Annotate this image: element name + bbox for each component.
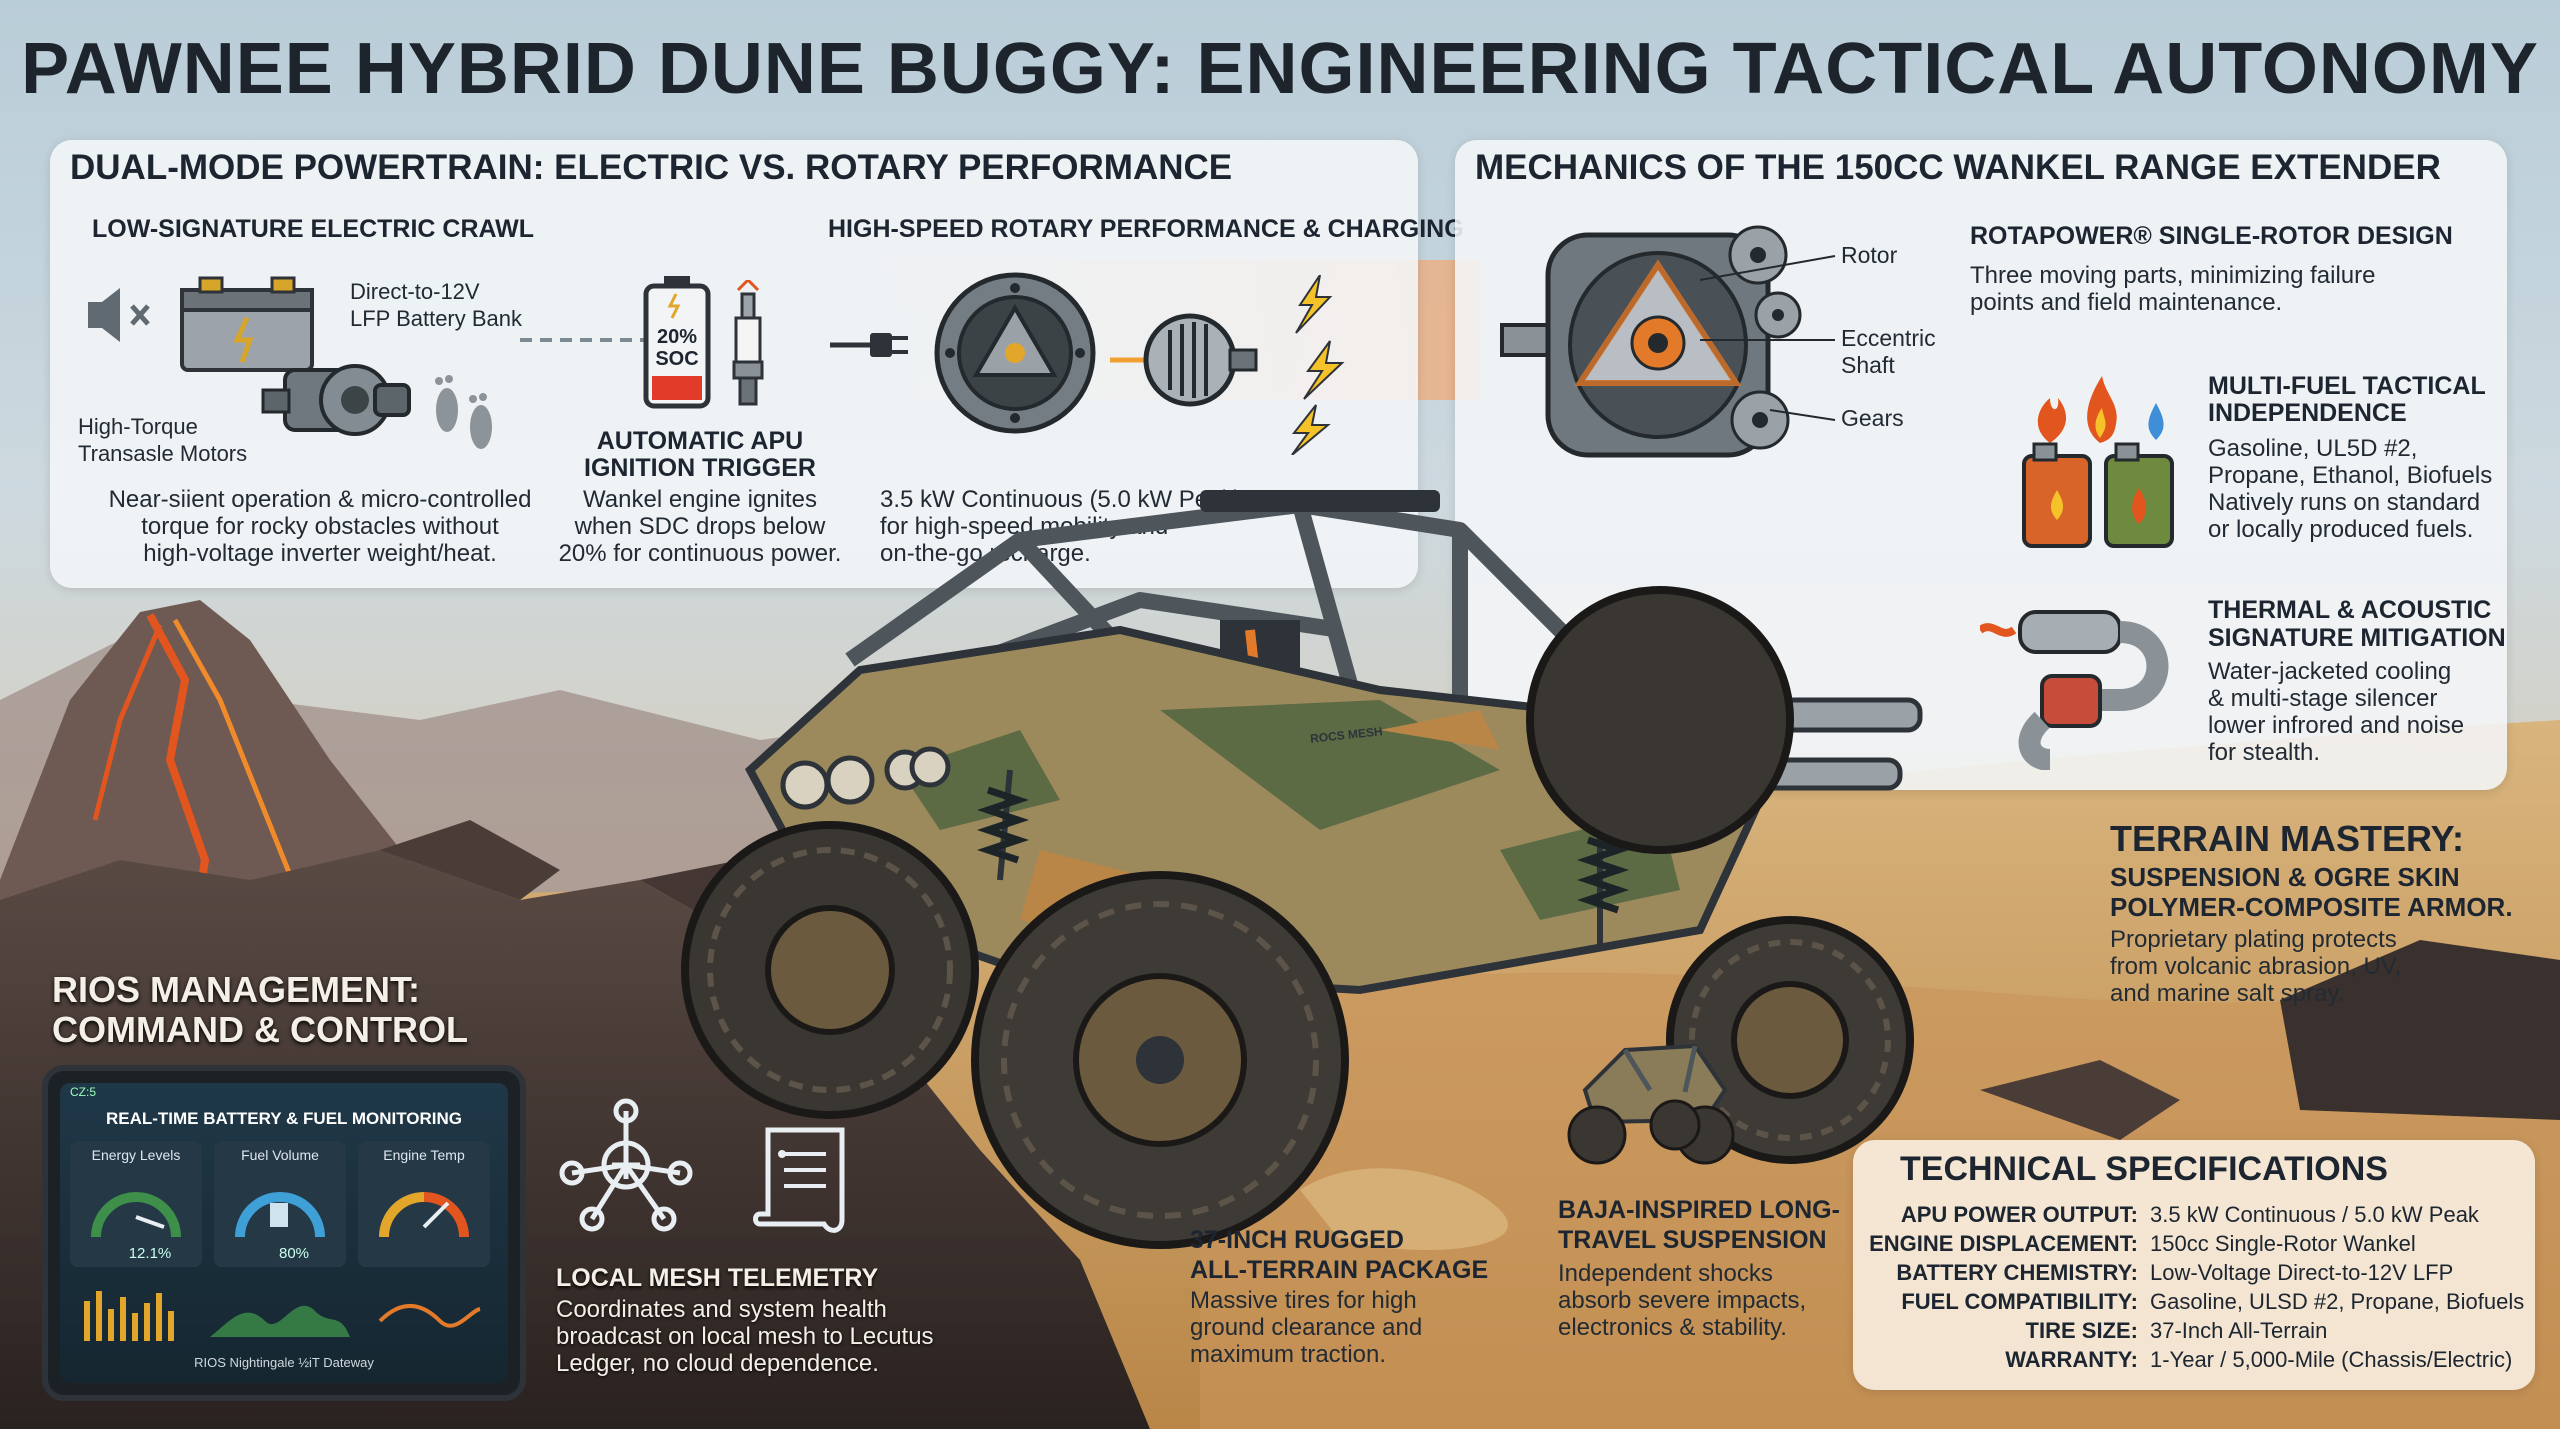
small-buggy-icon: [1567, 1043, 1735, 1165]
baja-desc: Independent shocks absorb severe impacts…: [1558, 1260, 1807, 1341]
spec-key: WARRANTY:: [2005, 1347, 2138, 1372]
tablet-title: REAL-TIME BATTERY & FUEL MONITORING: [105, 1109, 463, 1128]
spec-row: BATTERY CHEMISTRY: Low-Voltage Direct-to-…: [1860, 1258, 2530, 1287]
exhaust-pipe-icon: [1980, 610, 2169, 770]
spec-value: Low-Voltage Direct-to-12V LFP: [2150, 1260, 2454, 1285]
gauge-card-temp: [358, 1141, 490, 1267]
specs-panel: [1853, 1140, 2535, 1390]
wheels: [681, 586, 1914, 1249]
plug-icon: [830, 333, 908, 357]
soc-gauge-text: 20% SOC: [655, 326, 699, 370]
multifuel-desc: Gasoline, UL5D #2, Propane, Ethanol, Bio…: [2208, 435, 2493, 543]
motor-label: High-Torque Transasle Motors: [78, 414, 248, 466]
alternator-icon: [1110, 313, 1258, 407]
terrain-heading: TERRAIN MASTERY:: [2110, 818, 2464, 859]
tablet-footer: RIOS Nightingale ½iT Dateway: [194, 1355, 374, 1370]
mesh-heading: LOCAL MESH TELEMETRY: [556, 1264, 879, 1292]
gauge-label-fuel: Fuel Volume: [241, 1147, 319, 1163]
terrain-subheading: SUSPENSION & OGRE SKIN POLYMER-COMPOSITE…: [2110, 862, 2513, 922]
apu-desc: Wankel engine ignites when SDC drops bel…: [558, 486, 842, 567]
tires-desc: Massive tires for high ground clearance …: [1190, 1287, 1423, 1368]
mesh-desc: Coordinates and system health broadcast …: [556, 1296, 934, 1377]
fire-icon: [2037, 376, 2164, 443]
battery-label: Direct-to-12V LFP Battery Bank: [350, 279, 523, 331]
motor-icon: [261, 364, 411, 436]
rotary-engine-icon: [934, 272, 1096, 434]
spec-value: 3.5 kW Continuous / 5.0 kW Peak: [2150, 1202, 2479, 1227]
battery-soc-icon: [643, 276, 711, 409]
spec-row: APU POWER OUTPUT: 3.5 kW Continuous / 5.0…: [1860, 1200, 2530, 1229]
rotary-heading: HIGH-SPEED ROTARY PERFORMANCE & CHARGING: [828, 215, 1464, 243]
lightning-icon: [1291, 275, 1345, 455]
baja-heading: BAJA-INSPIRED LONG- TRAVEL SUSPENSION: [1558, 1196, 1840, 1254]
tablet-mini-charts: [84, 1291, 481, 1341]
spec-value: Gasoline, ULSD #2, Propane, Biofuels: [2150, 1289, 2525, 1314]
spec-row: TIRE SIZE: 37-Inch All-Terrain: [1860, 1316, 2530, 1345]
document-scroll-icon: [753, 1127, 845, 1233]
spec-key: APU POWER OUTPUT:: [1900, 1202, 2138, 1227]
spec-key: FUEL COMPATIBILITY:: [1901, 1289, 2138, 1314]
spec-row: WARRANTY: 1-Year / 5,000-Mile (Chassis/El…: [1860, 1345, 2530, 1374]
apu-heading: AUTOMATIC APU IGNITION TRIGGER: [584, 427, 816, 482]
wankel-label-gears: Gears: [1841, 405, 1904, 431]
page-title: PAWNEE HYBRID DUNE BUGGY: ENGINEERING TA…: [21, 29, 2539, 109]
mesh-network-icon: [559, 1098, 693, 1232]
volcanic-rocks-right: [2280, 940, 2560, 1120]
thermal-desc: Water-jacketed cooling & multi-stage sil…: [2208, 658, 2465, 766]
speaker-muted-icon: [88, 288, 150, 342]
spec-key: TIRE SIZE:: [2025, 1318, 2138, 1343]
jerrycan-icon: [2022, 442, 2174, 548]
wankel-heading: MECHANICS OF THE 150CC WANKEL RANGE EXTE…: [1475, 148, 2441, 187]
fuel-gauge: [235, 1192, 325, 1238]
spec-row: FUEL COMPATIBILITY: Gasoline, ULSD #2, Pr…: [1860, 1287, 2530, 1316]
spec-value: 37-Inch All-Terrain: [2150, 1318, 2328, 1343]
power-flow-connector: [520, 338, 650, 342]
multifuel-heading: MULTI-FUEL TACTICAL INDEPENDENCE: [2208, 372, 2486, 427]
gauge-label-energy: Energy Levels: [91, 1147, 181, 1163]
battery-icon: [180, 276, 314, 372]
energy-gauge: [91, 1192, 181, 1238]
powertrain-heading: DUAL-MODE POWERTRAIN: ELECTRIC VS. ROTAR…: [70, 148, 1233, 187]
footprints-icon: [435, 375, 492, 449]
spec-key: ENGINE DISPLACEMENT:: [1869, 1231, 2138, 1256]
thermal-heading: THERMAL & ACOUSTIC SIGNATURE MITIGATION: [2208, 596, 2506, 652]
spec-value: 1-Year / 5,000-Mile (Chassis/Electric): [2150, 1347, 2513, 1372]
tires-heading: 37-INCH RUGGED ALL-TERRAIN PACKAGE: [1190, 1226, 1489, 1284]
electric-desc: Near-siient operation & micro-controlled…: [108, 486, 532, 567]
temp-gauge: [379, 1192, 469, 1238]
gauge-label-temp: Engine Temp: [383, 1147, 465, 1163]
spark-plug-icon: [732, 280, 764, 406]
gauge-value-energy: 12.1%: [128, 1245, 172, 1262]
wankel-leader-lines: [1700, 255, 1836, 421]
rotapower-desc: Three moving parts, minimizing failure p…: [1970, 262, 2376, 316]
spec-key: BATTERY CHEMISTRY:: [1896, 1260, 2138, 1285]
specs-heading: TECHNICAL SPECIFICATIONS: [1900, 1150, 2388, 1188]
electric-heading: LOW-SIGNATURE ELECTRIC CRAWL: [92, 215, 535, 243]
terrain-desc: Proprietary plating protects from volcan…: [2110, 926, 2402, 1007]
wankel-label-rotor: Rotor: [1841, 242, 1898, 268]
wankel-label-shaft: Eccentric Shaft: [1841, 325, 1936, 378]
spec-value: 150cc Single-Rotor Wankel: [2150, 1231, 2416, 1256]
gauge-value-fuel: 80%: [278, 1245, 310, 1262]
rotapower-heading: ROTAPOWER® SINGLE-ROTOR DESIGN: [1970, 222, 2453, 250]
rios-heading: RIOS MANAGEMENT: COMMAND & CONTROL: [52, 969, 468, 1050]
light-bar: [1200, 490, 1440, 512]
wankel-cutaway-icon: [1500, 225, 1802, 458]
gauge-card-energy: [70, 1141, 202, 1267]
spec-row: ENGINE DISPLACEMENT: 150cc Single-Rotor W…: [1860, 1229, 2530, 1258]
tablet: CZ:5 REAL-TIME BATTERY & FUEL MONITORING…: [42, 1065, 526, 1401]
dune-buggy-illustration: [681, 490, 1923, 1250]
specs-table: APU POWER OUTPUT: 3.5 kW Continuous / 5.0…: [1860, 1200, 2530, 1374]
tablet-status-bar: CZ:5: [70, 1085, 97, 1099]
